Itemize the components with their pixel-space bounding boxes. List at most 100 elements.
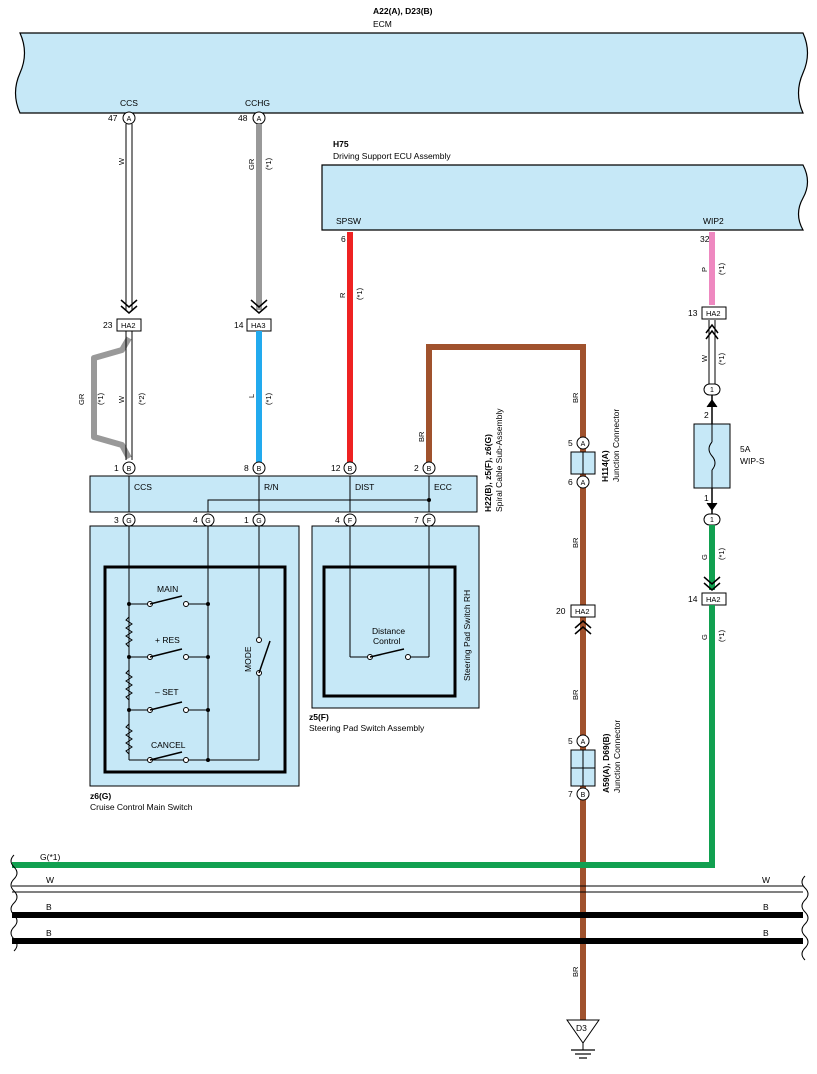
wire-g-fuse-note: (*1) — [717, 547, 726, 560]
wire-ccs-w: W — [117, 124, 133, 310]
wire-br-bottom-label: BR — [571, 966, 580, 977]
bus-b1-label-right: B — [763, 902, 769, 912]
switch-res: + RES — [127, 635, 210, 660]
spiral-bpin-4g-letter: G — [205, 518, 210, 525]
wire-cchg-gr: GR (*1) — [247, 124, 273, 310]
pad-switch-code: z5(F) — [309, 712, 329, 722]
chevron-ha2-br — [574, 620, 592, 635]
ecm-pin-48-num: 48 — [238, 113, 248, 123]
h114-pin-top: 5 — [568, 438, 573, 448]
connector-ha3: HA3 14 — [234, 318, 272, 332]
wire-cchg-label: GR — [247, 158, 256, 170]
fuse-top-connector: 1 — [703, 383, 721, 396]
wire-br-top-label: BR — [571, 392, 580, 403]
a59-name: Junction Connector — [612, 720, 622, 793]
wire-w-wip: W (*1) — [700, 320, 726, 385]
h114-name: Junction Connector — [611, 409, 621, 482]
bus-w-label-right: W — [762, 875, 770, 885]
spiral-name-dist: DIST — [355, 482, 374, 492]
fuse-rating: 5A — [740, 444, 751, 454]
spiral-name-ecc: ECC — [434, 482, 452, 492]
wire-l-blue: L (*1) — [247, 331, 273, 462]
spiral-pin-12-letter: B — [348, 466, 353, 473]
chevron-ha2-wip — [705, 323, 719, 340]
chevron-ha2-g — [703, 576, 721, 591]
wire-gr-loop: GR (*1) W (*2) — [77, 331, 146, 460]
wire-cchg-note: (*1) — [264, 157, 273, 170]
ground-d3: D3 — [566, 1019, 600, 1059]
spiral-pin-12-num: 12 — [331, 463, 341, 473]
spiral-code: H22(B), z5(F), z6(G) — [483, 434, 493, 512]
wire-p-pink: P (*1) — [700, 232, 726, 305]
wire-g-ha2-label: G — [700, 634, 709, 640]
wire-ccs-w-label: W — [117, 157, 126, 165]
ecm-pin-cchg-name: CCHG — [245, 98, 270, 108]
wire-g-green: G (*1) — [700, 525, 726, 590]
switch-main: MAIN — [127, 584, 210, 607]
connector-ha2-wip: HA2 13 — [688, 306, 727, 320]
a59-letter-top: A — [581, 739, 586, 746]
dsecu-code: H75 — [333, 139, 349, 149]
switch-cancel-label: CANCEL — [151, 740, 186, 750]
spiral-bpin-1g-letter: G — [256, 518, 261, 525]
fuse-bottom-conn-label: 1 — [710, 517, 714, 524]
connector-ha2-g: HA2 14 — [688, 592, 727, 606]
ecm-pin-47: 47 A — [108, 111, 136, 125]
switch-res-label: + RES — [155, 635, 180, 645]
ecm-pin-47-num: 47 — [108, 113, 118, 123]
bus-w-label-left: W — [46, 875, 54, 885]
connector-ha2-ccs-label: HA2 — [121, 321, 136, 330]
spiral-cable: CCS R/N DIST ECC H22(B), z5(F), z6(G) Sp… — [89, 408, 504, 513]
wire-l-label: L — [247, 394, 256, 398]
wire-br-ecc-label: BR — [417, 431, 426, 442]
ecm-code: A22(A), D23(B) — [373, 6, 433, 16]
dsecu-pin-spsw-name: SPSW — [336, 216, 361, 226]
cruise-control-main-switch: MODE MAIN + RES — [89, 525, 300, 812]
connector-ha3-label: HA3 — [251, 321, 266, 330]
spiral-bpin-1g-num: 1 — [244, 515, 249, 525]
wire-w-wip-note: (*1) — [717, 352, 726, 365]
wire-p-note: (*1) — [717, 262, 726, 275]
bus-b2-label-left: B — [46, 928, 52, 938]
wire-r-note: (*1) — [355, 287, 364, 300]
connector-ha2-br-label: HA2 — [575, 607, 590, 616]
switch-set: – SET — [127, 687, 210, 713]
connector-ha2-ccs-pin: 23 — [103, 320, 113, 330]
ecm-pin-48-letter: A — [257, 116, 262, 123]
spiral-bpin-4f-num: 4 — [335, 515, 340, 525]
ecm-name: ECM — [373, 19, 392, 29]
ecm-pin-ccs-name: CCS — [120, 98, 138, 108]
chevron-ha3 — [250, 299, 268, 314]
connector-ha2-wip-pin: 13 — [688, 308, 698, 318]
connector-ha3-pin: 14 — [234, 320, 244, 330]
spiral-name-rn: R/N — [264, 482, 279, 492]
a59-pin-bottom: 7 — [568, 789, 573, 799]
wire-r-red: R (*1) — [338, 232, 364, 462]
wire-br-mid-label: BR — [571, 537, 580, 548]
wire-gr-loop-note: (*1) — [96, 392, 105, 405]
fuse-bottom-connector: 1 — [703, 513, 721, 526]
spiral-bpin-4f-letter: F — [348, 518, 352, 525]
spiral-name-ccs: CCS — [134, 482, 152, 492]
fuse-pin-top: 2 — [704, 410, 709, 420]
steering-pad-switch: Distance Control Steering Pad Switch RH … — [309, 525, 480, 733]
bus-g-label: G(*1) — [40, 852, 60, 862]
ecm-pin-47-letter: A — [127, 116, 132, 123]
fuse-name: WIP-S — [740, 456, 765, 466]
pad-switch-name: Steering Pad Switch Assembly — [309, 723, 425, 733]
h114-code: H114(A) — [600, 450, 610, 482]
connector-ha2-ccs: HA2 23 — [103, 318, 142, 332]
switch-main-label: MAIN — [157, 584, 178, 594]
a59-code: A59(A), D69(B) — [601, 733, 611, 793]
wire-br-low-label: BR — [571, 689, 580, 700]
spiral-pin-8-num: 8 — [244, 463, 249, 473]
fuse-wip-s: 5A WIP-S — [693, 423, 765, 489]
connector-ha2-g-pin: 14 — [688, 594, 698, 604]
connector-ha2-br-pin: 20 — [556, 606, 566, 616]
spiral-pin-1-num: 1 — [114, 463, 119, 473]
ground-label: D3 — [576, 1023, 587, 1033]
junction-a59: 5 A 7 B A59(A), D69(B) Junction Connecto… — [568, 720, 622, 801]
spiral-bottom-pins: 3 G 4 G 1 G 4 F 7 F — [114, 513, 436, 527]
wire-l-note: (*1) — [264, 392, 273, 405]
